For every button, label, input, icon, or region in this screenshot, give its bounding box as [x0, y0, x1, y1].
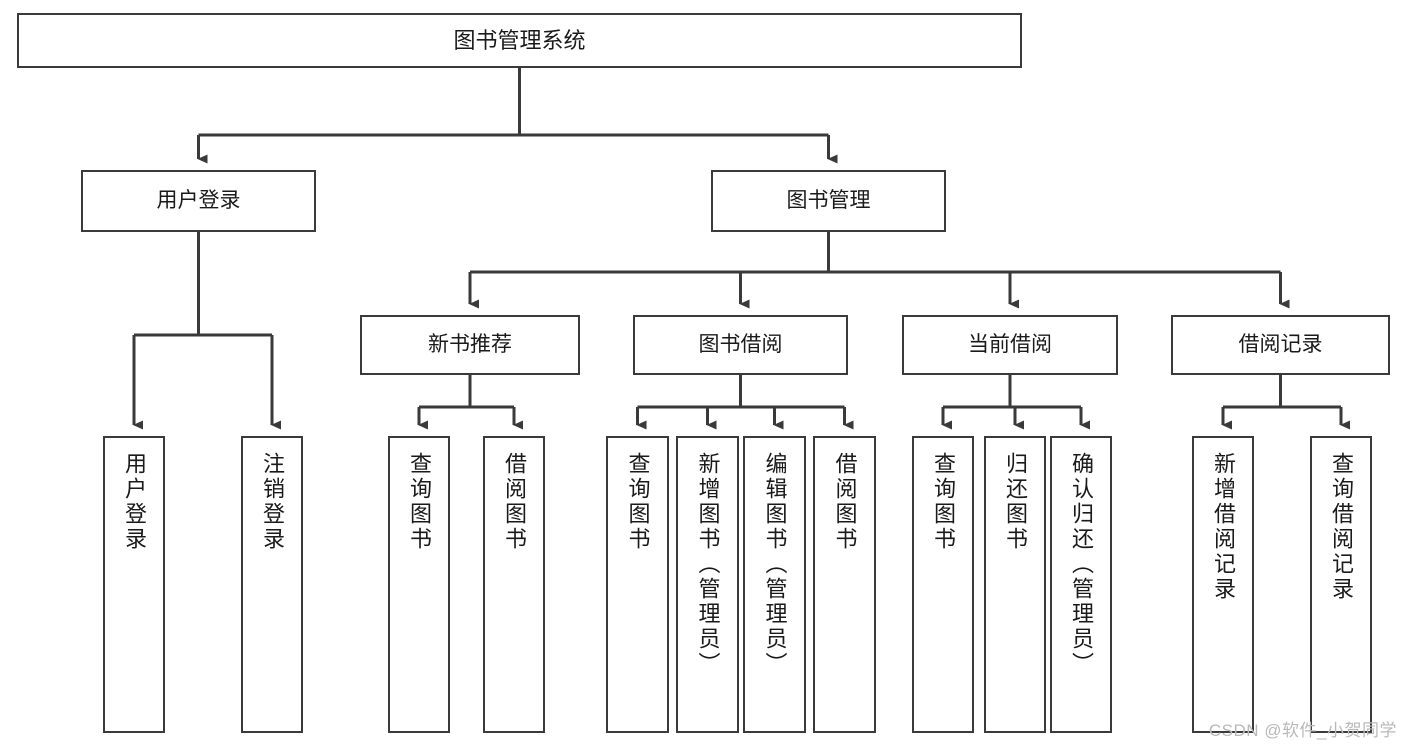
node-leaf-borrow-edit-book[interactable]: 编辑图书（管理员）	[743, 436, 806, 733]
csdn-watermark: CSDN @软件_小贺同学	[1208, 721, 1397, 740]
node-leaf-borrow-lend-book-label: 借阅图书	[832, 452, 858, 552]
node-leaf-borrow-query-book-label: 查询图书	[625, 452, 651, 552]
node-leaf-record-add-label: 新增借阅记录	[1211, 452, 1236, 602]
node-leaf-current-return-book-label: 归还图书	[1003, 452, 1028, 552]
node-leaf-rec-query-book-label: 查询图书	[407, 452, 432, 552]
node-leaf-user-login[interactable]: 用户登录	[103, 436, 165, 733]
node-leaf-borrow-add-book-label: 新增图书（管理员）	[695, 452, 721, 677]
node-borrow-record-label: 借阅记录	[1238, 332, 1323, 356]
node-user-login-label: 用户登录	[156, 188, 241, 212]
node-borrow-record[interactable]: 借阅记录	[1171, 315, 1390, 375]
node-leaf-user-login-label: 用户登录	[122, 452, 147, 552]
node-leaf-current-query-book[interactable]: 查询图书	[912, 436, 974, 733]
node-current-borrow-label: 当前借阅	[968, 332, 1052, 356]
node-book-borrow[interactable]: 图书借阅	[633, 315, 848, 375]
node-leaf-borrow-add-book[interactable]: 新增图书（管理员）	[676, 436, 739, 733]
node-book-borrow-label: 图书借阅	[698, 332, 783, 356]
node-leaf-record-query[interactable]: 查询借阅记录	[1310, 436, 1372, 733]
node-leaf-record-query-label: 查询借阅记录	[1329, 452, 1354, 602]
node-leaf-current-confirm-return[interactable]: 确认归还（管理员）	[1050, 436, 1112, 733]
node-user-login[interactable]: 用户登录	[81, 170, 316, 232]
node-leaf-current-query-book-label: 查询图书	[931, 452, 956, 552]
node-leaf-user-logout[interactable]: 注销登录	[241, 436, 303, 733]
node-leaf-current-confirm-return-label: 确认归还（管理员）	[1069, 452, 1094, 677]
node-leaf-rec-borrow-book[interactable]: 借阅图书	[483, 436, 545, 733]
node-leaf-rec-borrow-book-label: 借阅图书	[502, 452, 527, 552]
node-root[interactable]: 图书管理系统	[17, 13, 1022, 68]
node-leaf-borrow-query-book[interactable]: 查询图书	[606, 436, 669, 733]
node-current-borrow[interactable]: 当前借阅	[902, 315, 1118, 375]
node-book-admin-label: 图书管理	[786, 188, 871, 212]
node-leaf-borrow-lend-book[interactable]: 借阅图书	[813, 436, 876, 733]
node-leaf-user-logout-label: 注销登录	[260, 452, 285, 552]
node-new-book-rec-label: 新书推荐	[428, 332, 512, 356]
node-root-label: 图书管理系统	[453, 27, 586, 53]
node-new-book-rec[interactable]: 新书推荐	[360, 315, 580, 375]
node-leaf-current-return-book[interactable]: 归还图书	[984, 436, 1046, 733]
node-leaf-record-add[interactable]: 新增借阅记录	[1192, 436, 1254, 733]
node-leaf-borrow-edit-book-label: 编辑图书（管理员）	[762, 452, 788, 677]
node-leaf-rec-query-book[interactable]: 查询图书	[388, 436, 450, 733]
node-book-admin[interactable]: 图书管理	[711, 170, 946, 232]
